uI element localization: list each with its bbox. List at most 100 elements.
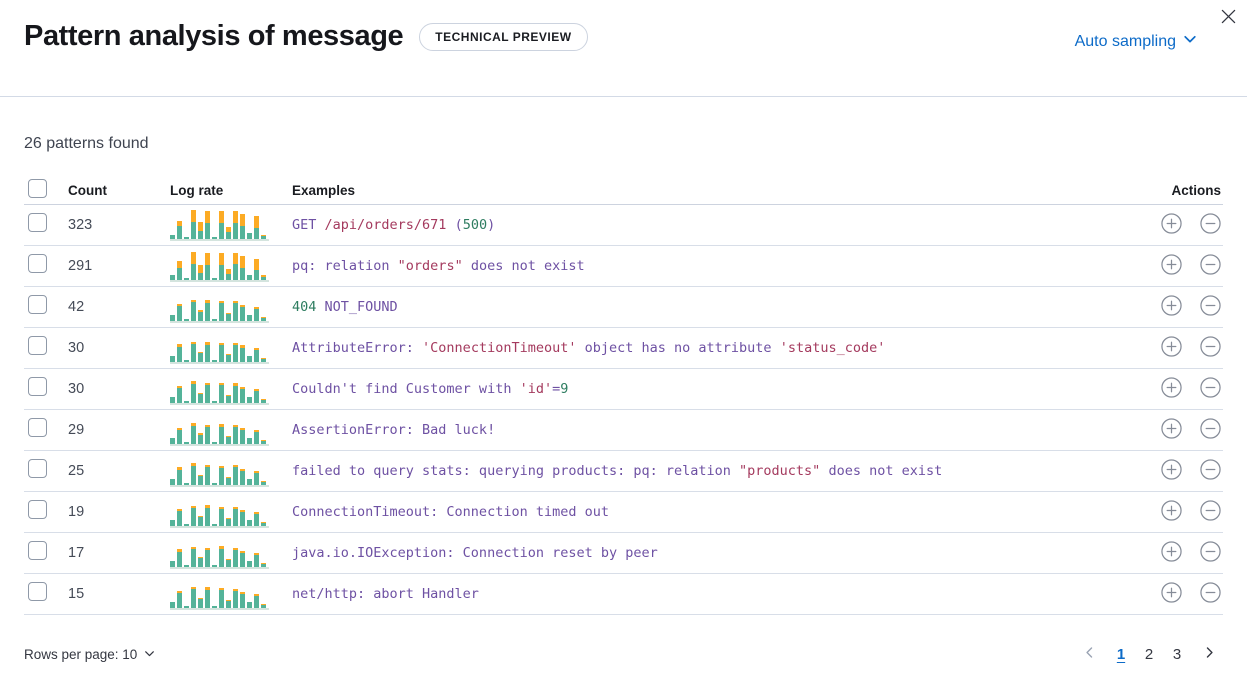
filter-in-button[interactable] [1161, 377, 1182, 401]
minus-in-circle-icon [1200, 336, 1221, 360]
histogram-bar [191, 422, 196, 444]
histogram-bar [254, 215, 259, 239]
filter-out-button[interactable] [1200, 336, 1221, 360]
histogram-bar [205, 464, 210, 485]
histogram-bar [247, 560, 252, 567]
plus-in-circle-icon [1161, 254, 1182, 278]
filter-in-button[interactable] [1161, 213, 1182, 237]
log-rate-chart [170, 333, 269, 364]
example-token: "products" [739, 463, 821, 479]
row-checkbox[interactable] [28, 254, 47, 273]
histogram-bar [240, 591, 245, 608]
example-token: = [552, 381, 561, 397]
histogram-bar [247, 314, 252, 321]
histogram-bar [254, 470, 259, 485]
filter-out-button[interactable] [1200, 213, 1221, 237]
page-2-button[interactable]: 2 [1135, 640, 1163, 668]
filter-out-button[interactable] [1200, 459, 1221, 483]
row-checkbox[interactable] [28, 377, 47, 396]
example-text: Couldn't find Customer with 'id'=9 [292, 381, 1127, 397]
chevron-down-icon [1183, 32, 1197, 51]
histogram-bar [170, 314, 175, 321]
histogram-bar [191, 380, 196, 403]
histogram-bar [198, 556, 203, 567]
filter-out-button[interactable] [1200, 377, 1221, 401]
log-rate-chart [170, 538, 269, 569]
histogram-bar [170, 234, 175, 239]
previous-page-button[interactable] [1075, 640, 1103, 668]
histogram-bar [254, 552, 259, 567]
row-checkbox[interactable] [28, 459, 47, 478]
row-checkbox-cell [24, 500, 68, 524]
histogram-bar [219, 210, 224, 239]
chevron-down-icon [144, 647, 155, 662]
histogram-bar [198, 351, 203, 362]
table-row: 323 GET /api/orders/671 (500) [24, 205, 1223, 246]
filter-in-button[interactable] [1161, 541, 1182, 565]
select-all-checkbox[interactable] [28, 179, 47, 198]
histogram-bar [191, 505, 196, 526]
example-token: AssertionError: Bad luck! [292, 422, 496, 438]
histogram-bar [240, 468, 245, 485]
table-header-row: Count Log rate Examples Actions [24, 176, 1223, 205]
histogram-bar [170, 601, 175, 608]
actions-cell [1127, 500, 1223, 524]
minus-in-circle-icon [1200, 500, 1221, 524]
histogram-bar [191, 251, 196, 280]
table-row: 30 AttributeError: 'ConnectionTimeout' o… [24, 328, 1223, 369]
filter-in-button[interactable] [1161, 459, 1182, 483]
next-page-button[interactable] [1195, 640, 1223, 668]
histogram-bar [247, 232, 252, 239]
filter-out-button[interactable] [1200, 295, 1221, 319]
filter-in-button[interactable] [1161, 295, 1182, 319]
row-checkbox[interactable] [28, 336, 47, 355]
row-checkbox[interactable] [28, 500, 47, 519]
filter-out-button[interactable] [1200, 418, 1221, 442]
filter-in-button[interactable] [1161, 418, 1182, 442]
column-header-log-rate[interactable]: Log rate [170, 182, 224, 198]
filter-in-button[interactable] [1161, 254, 1182, 278]
page-3-button[interactable]: 3 [1163, 640, 1191, 668]
actions-cell [1127, 254, 1223, 278]
row-checkbox[interactable] [28, 418, 47, 437]
page-1-button[interactable]: 1 [1107, 640, 1135, 668]
filter-out-button[interactable] [1200, 541, 1221, 565]
row-checkbox[interactable] [28, 541, 47, 560]
histogram-bar [212, 564, 217, 567]
histogram-bar [233, 588, 238, 608]
filter-in-button[interactable] [1161, 582, 1182, 606]
filter-in-button[interactable] [1161, 336, 1182, 360]
histogram-bar [219, 342, 224, 362]
histogram-bar [247, 396, 252, 403]
example-text: GET /api/orders/671 (500) [292, 217, 1127, 233]
patterns-table: Count Log rate Examples Actions 323 GET … [24, 176, 1223, 615]
row-checkbox[interactable] [28, 213, 47, 232]
count-value: 291 [68, 258, 93, 274]
histogram-bar [233, 464, 238, 485]
example-token: does not exist [820, 463, 943, 479]
filter-out-button[interactable] [1200, 500, 1221, 524]
example-token: GET [292, 217, 325, 233]
filter-out-button[interactable] [1200, 582, 1221, 606]
histogram-bar [184, 564, 189, 567]
filter-out-button[interactable] [1200, 254, 1221, 278]
histogram-bar [240, 255, 245, 280]
filter-in-button[interactable] [1161, 500, 1182, 524]
histogram-bar [184, 236, 189, 239]
column-header-count[interactable]: Count [68, 182, 107, 198]
rows-per-page-button[interactable]: Rows per page: 10 [24, 647, 155, 662]
close-button[interactable] [1215, 5, 1241, 31]
rows-per-page-label: Rows per page: 10 [24, 646, 138, 662]
histogram-bar [205, 424, 210, 444]
histogram-bar [233, 342, 238, 362]
table-body: 323 GET /api/orders/671 (500) 291 [24, 205, 1223, 615]
table-row: 25 failed to query stats: querying produ… [24, 451, 1223, 492]
row-checkbox[interactable] [28, 295, 47, 314]
histogram-bar [198, 474, 203, 485]
sampling-menu-button[interactable]: Auto sampling [1075, 32, 1197, 51]
actions-cell [1127, 418, 1223, 442]
row-checkbox[interactable] [28, 582, 47, 601]
histogram-bar [226, 435, 231, 444]
row-checkbox-cell [24, 336, 68, 360]
column-header-examples[interactable]: Examples [292, 182, 356, 198]
